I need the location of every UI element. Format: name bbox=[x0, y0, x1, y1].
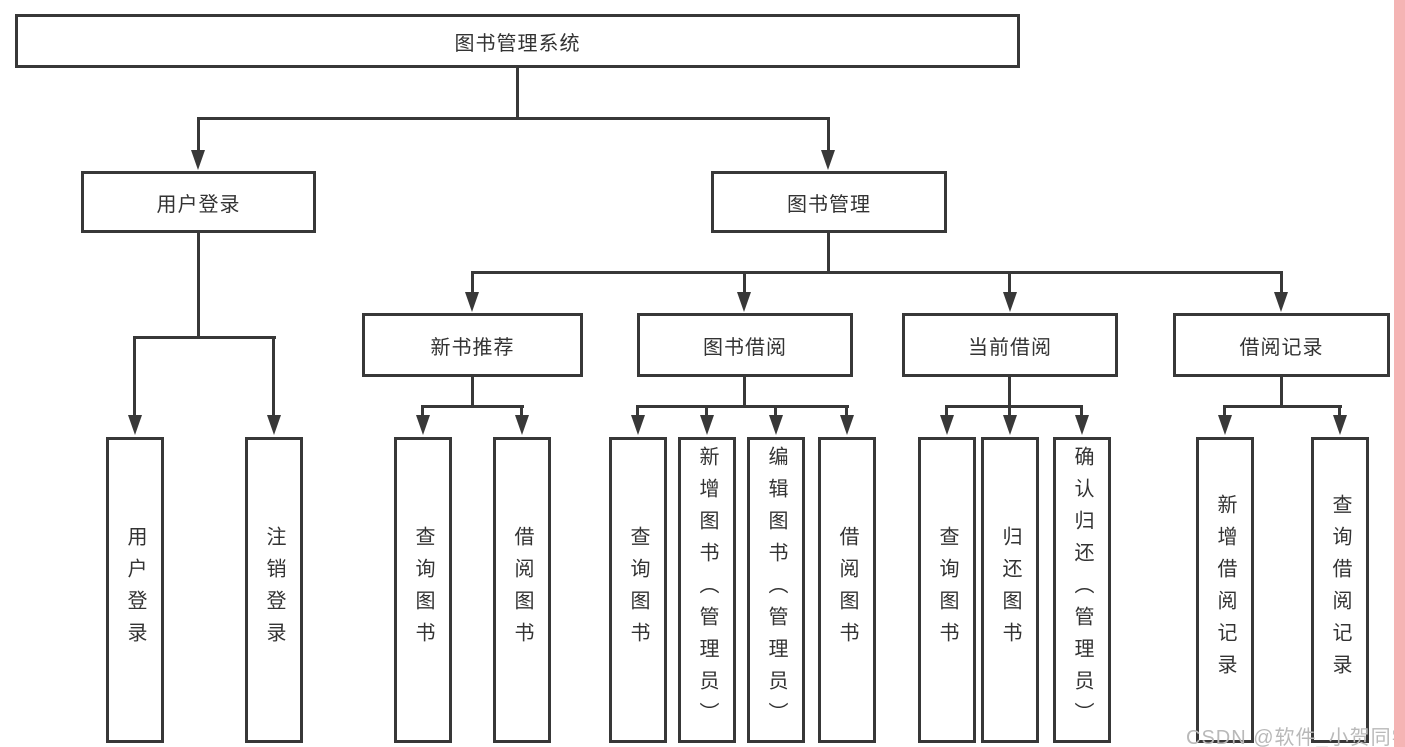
node-label: 查询图书 bbox=[412, 526, 434, 654]
connector-segment bbox=[1223, 405, 1226, 417]
arrowhead-down-icon bbox=[416, 415, 430, 435]
connector-segment bbox=[1008, 405, 1011, 417]
connector-segment bbox=[516, 68, 519, 118]
node-label: 借阅记录 bbox=[1239, 336, 1324, 359]
arrowhead-down-icon bbox=[191, 150, 205, 170]
connector-segment bbox=[845, 405, 848, 417]
arrowhead-down-icon bbox=[840, 415, 854, 435]
connector-segment bbox=[421, 405, 424, 417]
node-leaf-add-book-admin: 新增图书（管理员） bbox=[678, 437, 736, 743]
arrowhead-down-icon bbox=[515, 415, 529, 435]
node-book-management: 图书管理 bbox=[711, 171, 947, 233]
connector-segment bbox=[636, 405, 849, 408]
node-label: 用户登录 bbox=[124, 526, 146, 654]
node-leaf-confirm-return-admin: 确认归还（管理员） bbox=[1053, 437, 1111, 743]
node-label: 注销登录 bbox=[263, 526, 285, 654]
connector-segment bbox=[743, 271, 746, 294]
connector-segment bbox=[520, 405, 523, 417]
node-label: 编辑图书（管理员） bbox=[765, 446, 787, 734]
node-leaf-return-book: 归还图书 bbox=[981, 437, 1039, 743]
node-leaf-edit-book-admin: 编辑图书（管理员） bbox=[747, 437, 805, 743]
connector-segment bbox=[1338, 405, 1341, 417]
node-label: 归还图书 bbox=[999, 526, 1021, 654]
node-label: 查询图书 bbox=[936, 526, 958, 654]
connector-segment bbox=[471, 377, 474, 406]
arrowhead-down-icon bbox=[700, 415, 714, 435]
arrowhead-down-icon bbox=[1003, 292, 1017, 312]
node-new-book-recommend: 新书推荐 bbox=[362, 313, 583, 377]
node-leaf-user-login: 用户登录 bbox=[106, 437, 164, 743]
node-leaf-borrow-book-1: 借阅图书 bbox=[493, 437, 551, 743]
node-label: 新书推荐 bbox=[430, 336, 515, 359]
connector-segment bbox=[1223, 405, 1342, 408]
node-label: 新增借阅记录 bbox=[1214, 494, 1236, 686]
connector-segment bbox=[945, 405, 948, 417]
connector-segment bbox=[827, 233, 830, 272]
node-leaf-borrow-book-2: 借阅图书 bbox=[818, 437, 876, 743]
node-label: 查询借阅记录 bbox=[1329, 494, 1351, 686]
connector-segment bbox=[636, 405, 639, 417]
arrowhead-down-icon bbox=[1218, 415, 1232, 435]
node-label: 当前借阅 bbox=[968, 336, 1052, 359]
right-edge-strip bbox=[1394, 0, 1405, 747]
node-label: 查询图书 bbox=[627, 526, 649, 654]
arrowhead-down-icon bbox=[1333, 415, 1347, 435]
connector-segment bbox=[272, 336, 275, 417]
connector-segment bbox=[421, 405, 524, 408]
node-root: 图书管理系统 bbox=[15, 14, 1020, 68]
node-label: 确认归还（管理员） bbox=[1071, 446, 1093, 734]
node-leaf-add-borrow-record: 新增借阅记录 bbox=[1196, 437, 1254, 743]
node-label: 图书管理系统 bbox=[454, 32, 581, 55]
csdn-watermark: CSDN @软件_小贺同学 bbox=[1186, 727, 1405, 747]
arrowhead-down-icon bbox=[631, 415, 645, 435]
arrowhead-down-icon bbox=[267, 415, 281, 435]
connector-segment bbox=[471, 271, 1283, 274]
node-label: 用户登录 bbox=[156, 193, 241, 216]
node-leaf-logout: 注销登录 bbox=[245, 437, 303, 743]
connector-segment bbox=[1080, 405, 1083, 417]
connector-segment bbox=[827, 117, 830, 153]
connector-segment bbox=[197, 233, 200, 337]
arrowhead-down-icon bbox=[1274, 292, 1288, 312]
connector-segment bbox=[1280, 377, 1283, 406]
node-borrowing-records: 借阅记录 bbox=[1173, 313, 1390, 377]
connector-segment bbox=[197, 117, 830, 120]
arrowhead-down-icon bbox=[1003, 415, 1017, 435]
node-leaf-query-book-2: 查询图书 bbox=[609, 437, 667, 743]
node-book-borrowing: 图书借阅 bbox=[637, 313, 853, 377]
node-current-borrowing: 当前借阅 bbox=[902, 313, 1118, 377]
node-user-login: 用户登录 bbox=[81, 171, 316, 233]
connector-segment bbox=[197, 117, 200, 153]
arrowhead-down-icon bbox=[737, 292, 751, 312]
node-leaf-query-book-1: 查询图书 bbox=[394, 437, 452, 743]
connector-segment bbox=[133, 336, 136, 417]
node-leaf-query-borrow-record: 查询借阅记录 bbox=[1311, 437, 1369, 743]
arrowhead-down-icon bbox=[821, 150, 835, 170]
arrowhead-down-icon bbox=[128, 415, 142, 435]
connector-segment bbox=[471, 271, 474, 294]
connector-segment bbox=[705, 405, 708, 417]
connector-segment bbox=[774, 405, 777, 417]
node-label: 图书管理 bbox=[787, 193, 871, 216]
connector-segment bbox=[1280, 271, 1283, 294]
node-label: 借阅图书 bbox=[836, 526, 858, 654]
node-label: 图书借阅 bbox=[703, 336, 787, 359]
arrowhead-down-icon bbox=[940, 415, 954, 435]
arrowhead-down-icon bbox=[465, 292, 479, 312]
node-leaf-query-book-3: 查询图书 bbox=[918, 437, 976, 743]
connector-segment bbox=[945, 405, 1083, 408]
connector-segment bbox=[1008, 271, 1011, 294]
connector-segment bbox=[1008, 377, 1011, 406]
connector-segment bbox=[743, 377, 746, 406]
arrowhead-down-icon bbox=[769, 415, 783, 435]
node-label: 借阅图书 bbox=[511, 526, 533, 654]
arrowhead-down-icon bbox=[1075, 415, 1089, 435]
connector-segment bbox=[133, 336, 276, 339]
node-label: 新增图书（管理员） bbox=[696, 446, 718, 734]
